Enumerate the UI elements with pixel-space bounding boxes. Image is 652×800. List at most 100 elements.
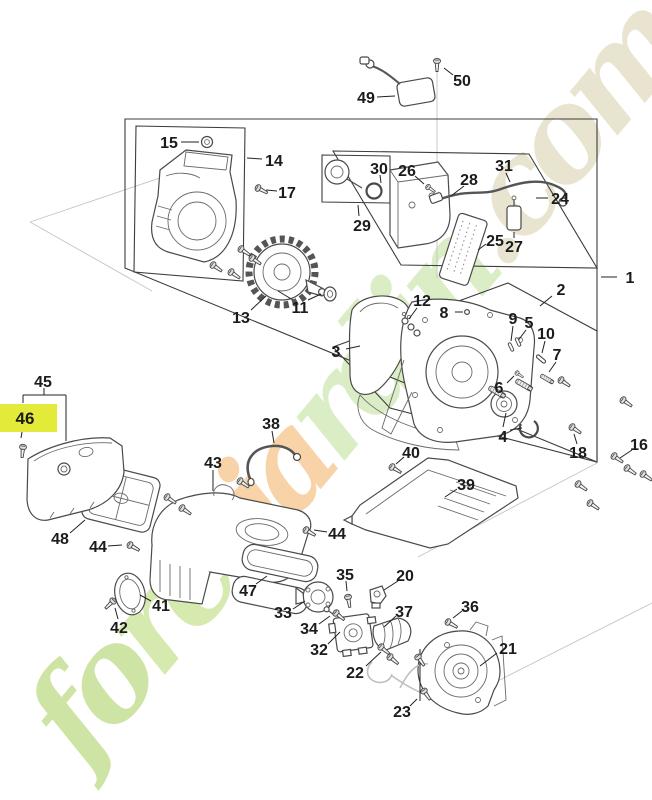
part-label-44[interactable]: 44 — [328, 526, 346, 543]
part-label-33[interactable]: 33 — [274, 605, 292, 622]
leader-line — [452, 610, 463, 619]
screw-icon — [236, 244, 253, 259]
part-label-24[interactable]: 24 — [551, 191, 569, 208]
leader-line — [69, 519, 86, 534]
leader-line — [277, 290, 294, 301]
screw-icon — [208, 260, 225, 275]
part-label-28[interactable]: 28 — [460, 172, 478, 189]
part-label-41[interactable]: 41 — [152, 598, 170, 615]
leader-line — [307, 293, 322, 301]
part-32-carburetor — [323, 606, 377, 658]
part-20-clamp — [369, 585, 387, 609]
leader-line — [383, 615, 397, 628]
part-label-21[interactable]: 21 — [499, 641, 517, 658]
part-label-11[interactable]: 11 — [292, 300, 309, 317]
leader-line — [271, 430, 275, 444]
part-label-1[interactable]: 1 — [626, 270, 635, 287]
part-label-37[interactable]: 37 — [395, 604, 413, 621]
part-11-washer — [323, 286, 337, 302]
part-30-o-ring — [365, 182, 383, 200]
part-label-5[interactable]: 5 — [525, 315, 534, 332]
part-label-36[interactable]: 36 — [461, 599, 479, 616]
part-label-38[interactable]: 38 — [262, 416, 280, 433]
screw-icon — [609, 451, 626, 466]
part-label-7[interactable]: 7 — [553, 347, 562, 364]
leader-line — [502, 412, 507, 428]
part-muffler — [389, 161, 451, 249]
leader-line — [376, 95, 396, 98]
part-label-13[interactable]: 13 — [232, 310, 250, 327]
part-label-43[interactable]: 43 — [204, 455, 222, 472]
leader-line — [250, 295, 267, 311]
part-label-4[interactable]: 4 — [499, 429, 508, 446]
leader-line — [265, 189, 278, 192]
part-label-25[interactable]: 25 — [486, 233, 504, 250]
part-label-34[interactable]: 34 — [300, 621, 318, 638]
part-12-clips — [401, 311, 421, 337]
part-label-17[interactable]: 17 — [278, 185, 296, 202]
part-label-12[interactable]: 12 — [413, 293, 431, 310]
part-label-23[interactable]: 23 — [393, 704, 411, 721]
part-label-31[interactable]: 31 — [495, 158, 513, 175]
part-label-42[interactable]: 42 — [110, 620, 128, 637]
part-label-14[interactable]: 14 — [265, 153, 283, 170]
part-label-27[interactable]: 27 — [505, 239, 523, 256]
part-label-32[interactable]: 32 — [310, 642, 328, 659]
screw-icon — [618, 395, 635, 410]
leader-line — [539, 295, 553, 307]
part-label-6[interactable]: 6 — [495, 380, 504, 397]
leader-line — [246, 157, 263, 160]
leader-line — [313, 529, 328, 533]
part-label-30[interactable]: 30 — [370, 161, 388, 178]
leader-line — [318, 615, 331, 625]
part-label-48[interactable]: 48 — [51, 531, 69, 548]
part-label-26[interactable]: 26 — [398, 163, 416, 180]
leader-line — [345, 345, 361, 350]
part-label-39[interactable]: 39 — [457, 477, 475, 494]
screw-icon — [638, 469, 652, 484]
part-label-29[interactable]: 29 — [353, 218, 371, 235]
part-label-44[interactable]: 44 — [89, 539, 107, 556]
part-label-3[interactable]: 3 — [332, 344, 341, 361]
part-label-10[interactable]: 10 — [537, 326, 555, 343]
part-label-16[interactable]: 16 — [630, 437, 648, 454]
leader-line — [509, 427, 523, 431]
part-33-flange — [295, 581, 334, 613]
leader-line — [20, 431, 23, 439]
leader-line — [506, 375, 515, 384]
part-label-2[interactable]: 2 — [557, 282, 566, 299]
leader-line — [505, 172, 511, 183]
part-label-45[interactable]: 45 — [34, 374, 52, 391]
part-label-49[interactable]: 49 — [357, 90, 375, 107]
leader-line — [255, 575, 268, 585]
screw-icon — [573, 479, 590, 494]
part-label-15[interactable]: 15 — [160, 135, 178, 152]
part-49-ignition-module — [359, 56, 436, 107]
background-line — [29, 221, 153, 292]
part-label-20[interactable]: 20 — [396, 568, 414, 585]
screw-icon — [18, 443, 28, 459]
leader-line — [541, 340, 546, 354]
part-label-9[interactable]: 9 — [509, 311, 518, 328]
part-label-22[interactable]: 22 — [346, 665, 364, 682]
leader-line — [139, 594, 152, 602]
part-8-screw — [464, 309, 471, 316]
part-label-18[interactable]: 18 — [569, 445, 587, 462]
screw-icon — [433, 57, 441, 72]
assembly-box-14 — [133, 125, 246, 282]
part-28-31-wire-harness — [428, 180, 568, 207]
pin-icon — [535, 353, 547, 365]
part-label-47[interactable]: 47 — [239, 583, 257, 600]
part-41-cover — [114, 572, 146, 616]
part-label-8[interactable]: 8 — [440, 305, 449, 322]
part-label-35[interactable]: 35 — [336, 567, 354, 584]
part-15-grommet — [200, 135, 214, 149]
highlight-box[interactable] — [0, 404, 57, 432]
highlighted-part-callout[interactable]: 46 — [0, 404, 57, 432]
leader-line — [114, 607, 119, 620]
highlighted-part-label[interactable]: 46 — [16, 409, 35, 428]
part-label-40[interactable]: 40 — [402, 445, 420, 462]
part-label-50[interactable]: 50 — [453, 73, 471, 90]
